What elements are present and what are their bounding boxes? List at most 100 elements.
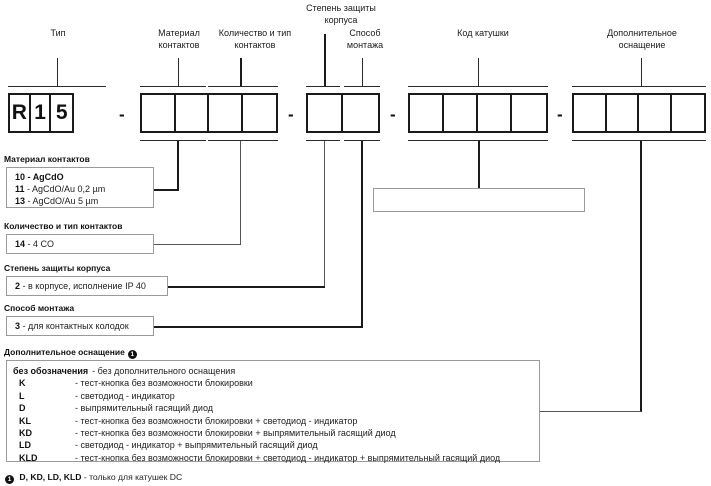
legend-row-text: AgCdO: [32, 172, 64, 182]
legend-row: KD - тест-кнопка без возможности блокиро…: [13, 427, 533, 439]
legend-row: D - выпрямительный гасящий диод: [13, 402, 533, 414]
header-coil-code: Код катушки: [428, 28, 538, 40]
code-cell[interactable]: [639, 95, 672, 131]
connector-mounting-vertical: [361, 141, 363, 328]
legend-row-text: 4 CO: [33, 239, 55, 249]
rule-above-mounting: [344, 86, 380, 87]
legend-row: 2 - в корпусе, исполнение IP 40: [7, 277, 167, 292]
legend-row-text: в корпусе, исполнение IP 40: [28, 281, 146, 291]
leader-line-contact-material: [178, 58, 179, 87]
leader-line-mounting: [362, 58, 363, 87]
code-cell[interactable]: [607, 95, 640, 131]
legend-caption-contact-material: Материал контактов: [4, 154, 90, 164]
connector-mounting-horizontal: [153, 326, 363, 328]
rule-below-extras: [572, 140, 706, 141]
code-cell[interactable]: R: [10, 95, 31, 131]
coil-code-empty-box[interactable]: [373, 188, 585, 212]
legend-row-sep: -: [25, 239, 34, 249]
legend-box-mounting: 3 - для контактных колодок: [6, 316, 154, 336]
legend-row: без обозначения - без дополнительного ос…: [13, 365, 533, 377]
code-cell[interactable]: [672, 95, 704, 131]
code-cell[interactable]: 5: [55, 101, 68, 124]
legend-row-text: AgCdO/Au 5 µm: [32, 196, 99, 206]
header-contact-material-line2: контактов: [158, 39, 200, 50]
leader-line-type: [57, 58, 58, 87]
connector-coil-vertical: [478, 141, 480, 188]
legend-row-code: 13: [15, 196, 26, 206]
legend-row-text: - без дополнительного оснащения: [92, 366, 236, 376]
code-cell[interactable]: [478, 95, 513, 131]
legend-row-code: KL: [19, 415, 31, 426]
header-contact-count-line2: контактов: [234, 39, 276, 50]
code-cell[interactable]: [142, 95, 176, 131]
rule-above-contact-material: [140, 86, 206, 87]
legend-row-text: - тест-кнопка без возможности блокировки…: [75, 415, 358, 426]
legend-row-text: - тест-кнопка без возможности блокировки…: [75, 452, 501, 463]
code-cell[interactable]: [209, 95, 243, 131]
code-group-extras[interactable]: [572, 93, 706, 133]
rule-above-contact-count: [208, 86, 278, 87]
code-cell[interactable]: 1: [31, 95, 52, 131]
rule-below-coil: [408, 140, 548, 141]
legend-row-sep: -: [24, 184, 33, 194]
header-contact-material: Материал контактов: [141, 28, 217, 51]
legend-row-sep: -: [20, 321, 29, 331]
code-cell[interactable]: [444, 95, 479, 131]
leader-line-coil-code: [478, 58, 479, 87]
legend-row: K - тест-кнопка без возможности блокиров…: [13, 377, 533, 389]
header-contact-material-line1: Материал: [158, 28, 200, 38]
legend-row-code: 2: [15, 281, 21, 291]
legend-row-text: - тест-кнопка без возможности блокировки: [75, 378, 253, 389]
code-cell[interactable]: [176, 95, 210, 131]
legend-row-text: AgCdO/Au 0,2 µm: [32, 184, 106, 194]
legend-row-code: KLD: [19, 452, 38, 463]
code-cell[interactable]: [308, 95, 344, 131]
separator-dash: -: [390, 105, 396, 124]
footnote-marker-icon: 1: [5, 475, 14, 484]
legend-row-sep: -: [20, 281, 29, 291]
legend-row: 11 - AgCdO/Au 0,2 µm: [7, 183, 153, 195]
header-mounting-method: Способ монтажа: [330, 28, 400, 51]
header-contact-count-line1: Количество и тип: [218, 28, 292, 38]
legend-row-code: K: [19, 378, 26, 389]
separator-dash: -: [119, 105, 125, 124]
rule-below-mounting: [344, 140, 380, 141]
code-cell[interactable]: [512, 95, 546, 131]
header-extras-line1: Дополнительное: [607, 28, 677, 38]
code-cell[interactable]: [574, 95, 607, 131]
legend-row-text: - светодиод - индикатор: [75, 390, 175, 401]
header-type: Тип: [18, 28, 98, 40]
legend-box-contact-count: 14 - 4 CO: [6, 234, 154, 254]
legend-row-sep: -: [25, 172, 33, 182]
code-cell[interactable]: [410, 95, 445, 131]
header-mounting-line1: Способ: [349, 28, 381, 38]
legend-box-contact-material: 10 - AgCdO 11 - AgCdO/Au 0,2 µm 13 - AgC…: [6, 167, 154, 208]
rule-below-contact-count: [208, 140, 278, 141]
legend-row-code: D: [19, 403, 26, 414]
code-group-protection-mounting[interactable]: [306, 93, 380, 133]
legend-row-code: 3: [15, 321, 21, 331]
legend-row-text: - тест-кнопка без возможности блокировки…: [75, 428, 396, 439]
code-cell[interactable]: [343, 95, 378, 131]
legend-caption-contact-count: Количество и тип контактов: [4, 221, 123, 231]
header-enclosure-line2: корпуса: [324, 14, 358, 25]
rule-below-contact-material: [140, 140, 206, 141]
header-coil-code-line1: Код катушки: [457, 28, 509, 38]
code-group-contacts[interactable]: [140, 93, 278, 133]
connector-contact-material-vertical: [177, 141, 179, 191]
footnote-text: - только для катушек DC: [81, 472, 183, 482]
header-extra-equipment: Дополнительное оснащение: [588, 28, 696, 51]
leader-line-enclosure: [324, 34, 326, 87]
legend-row: 14 - 4 CO: [7, 235, 153, 250]
legend-caption-mounting: Способ монтажа: [4, 303, 75, 313]
code-group-type[interactable]: R 1 5: [8, 93, 74, 133]
legend-row-code: 14: [15, 239, 26, 249]
code-cell[interactable]: [243, 95, 276, 131]
legend-row: 3 - для контактных колодок: [7, 317, 153, 332]
legend-row: L - светодиод - индикатор: [13, 390, 533, 402]
connector-extras-horizontal: [540, 411, 641, 412]
connector-extras-vertical: [640, 141, 642, 412]
legend-row: 13 - AgCdO/Au 5 µm: [7, 195, 153, 207]
code-group-coil[interactable]: [408, 93, 548, 133]
header-type-line1: Тип: [50, 28, 66, 38]
